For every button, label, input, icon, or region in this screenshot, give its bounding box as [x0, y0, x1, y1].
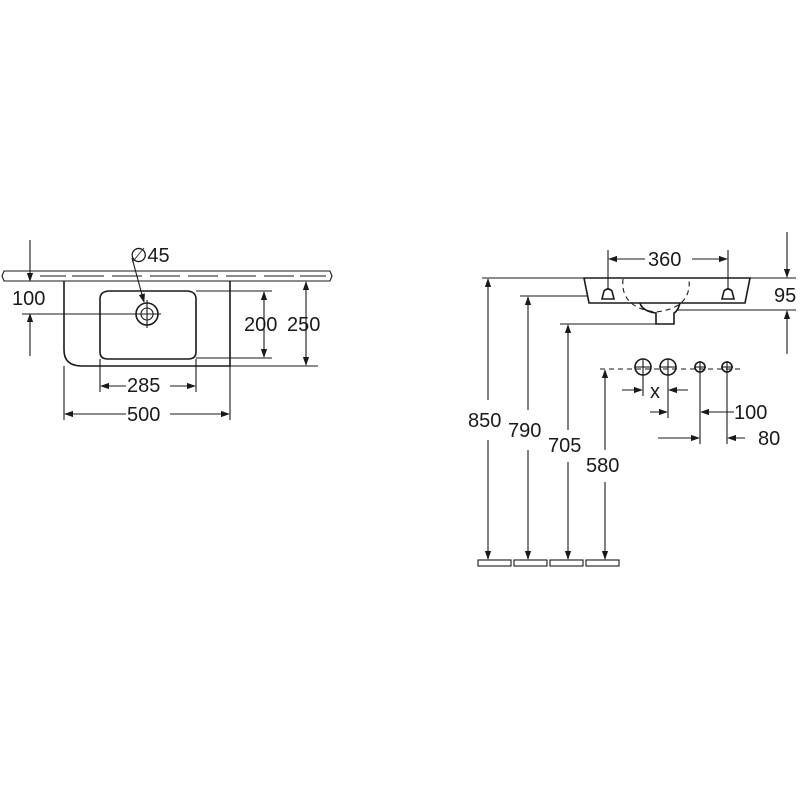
dim-285-label: 285	[127, 375, 160, 397]
dim-100-front: 100	[650, 373, 767, 444]
dim-100-label: 100	[12, 288, 45, 310]
dim-360-label: 360	[648, 249, 681, 271]
valve-symbol-1	[634, 358, 652, 376]
dim-100-front-label: 100	[734, 402, 767, 424]
dim-250: 250	[230, 281, 320, 367]
dim-500: 500	[63, 366, 231, 426]
dim-x: x	[622, 375, 688, 403]
tap-hole-right	[720, 288, 736, 300]
dim-360: 360	[607, 249, 729, 290]
dim-95: 95	[676, 232, 796, 354]
valve-symbol-2	[659, 358, 677, 376]
diameter-label: ∅45	[130, 245, 170, 267]
dim-705-label: 705	[548, 435, 581, 457]
front-view: 360 95 850 790 705	[468, 232, 796, 567]
valve-symbol-4	[721, 361, 733, 373]
dim-850-label: 850	[468, 410, 501, 432]
bowl-hidden-line	[622, 278, 690, 313]
dim-500-label: 500	[127, 404, 160, 426]
dim-250-label: 250	[287, 314, 320, 336]
tap-hole-left	[600, 288, 616, 300]
bowl-outline	[99, 290, 197, 360]
dim-200: 200	[196, 290, 277, 359]
wall-strip-top	[1, 270, 333, 282]
basin-front-outline	[583, 277, 751, 304]
top-view: ∅45 100 200 250 285	[1, 240, 333, 426]
dim-790: 790	[508, 296, 541, 560]
waste-outlet	[639, 302, 681, 325]
dim-580: 580	[586, 369, 619, 560]
dim-80-label: 80	[758, 428, 780, 450]
dim-285: 285	[99, 359, 197, 397]
dim-100-top: 100	[12, 240, 140, 356]
valve-symbol-3	[694, 361, 706, 373]
dim-850: 850	[468, 278, 501, 560]
dim-705: 705	[548, 324, 581, 560]
floor-line	[477, 559, 620, 567]
dim-200-label: 200	[244, 314, 277, 336]
dim-580-label: 580	[586, 455, 619, 477]
dim-x-label: x	[650, 381, 660, 403]
dim-95-label: 95	[774, 285, 796, 307]
diameter-leader	[131, 257, 145, 303]
dim-790-label: 790	[508, 420, 541, 442]
dim-80: 80	[658, 373, 780, 450]
basin-outline	[63, 281, 231, 367]
